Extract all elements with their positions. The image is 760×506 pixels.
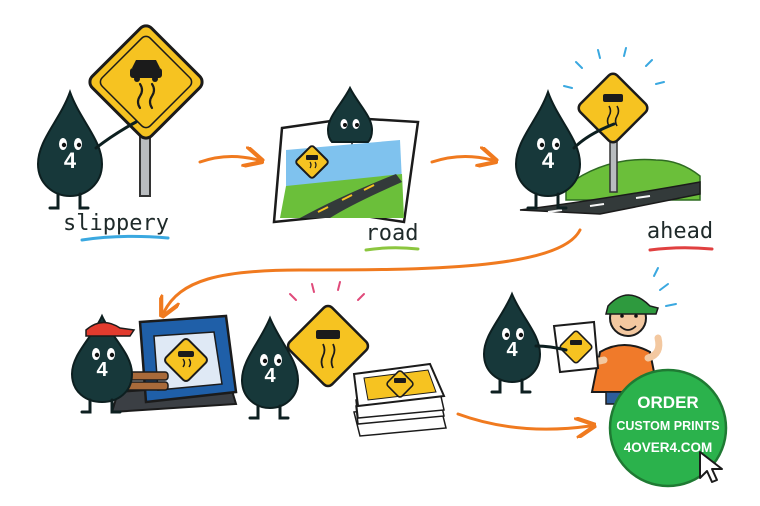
arrow-1 (198, 156, 258, 162)
mascot-label: 4 (264, 365, 276, 387)
mascot-drop: 4 (240, 315, 300, 420)
slippery-road-sign-icon (577, 72, 649, 144)
mascot-drop: 4 (70, 313, 136, 414)
cta-line-url: 4OVER4.COM (624, 440, 713, 455)
cta-line-order: ORDER (637, 393, 698, 412)
order-cta-button[interactable]: ORDER CUSTOM PRINTS 4OVER4.COM (608, 368, 728, 488)
mascot-label: 4 (542, 148, 555, 173)
underline-ahead (648, 246, 714, 252)
step-road: road (272, 85, 420, 252)
mascot-label: 4 (96, 359, 108, 381)
mascot-drop: 4 (514, 89, 616, 210)
mascot-label: 4 (506, 339, 518, 361)
slippery-road-sign-icon (552, 320, 600, 374)
cursor-icon (699, 451, 723, 483)
map-icon (272, 116, 420, 224)
sign-pole (139, 129, 151, 197)
cta-line-custom-prints: CUSTOM PRINTS (616, 419, 719, 433)
mascot-drop: 4 (36, 89, 138, 210)
underline-slippery (80, 234, 170, 242)
underline-road (364, 246, 420, 252)
mascot-drop: 4 (482, 291, 568, 394)
slippery-road-sign-icon (88, 24, 204, 140)
excitement-rays (653, 267, 677, 307)
screen-print-press-icon (110, 314, 238, 414)
step-word-road: road (366, 221, 419, 246)
slippery-road-sign-icon (286, 304, 370, 388)
step-holding-sign: 4 (240, 281, 370, 420)
step-ahead: 4 ahead (514, 47, 714, 252)
mascot-label: 4 (64, 148, 77, 173)
step-slippery: 4 slippery (36, 24, 204, 242)
step-printing: 4 (70, 313, 238, 414)
print-stack-icon (352, 362, 447, 437)
mascot-drop (326, 85, 374, 143)
step-word-ahead: ahead (647, 219, 713, 244)
arrow-3 (456, 412, 590, 429)
arrow-2 (430, 156, 492, 162)
sparkle-rays (289, 281, 365, 301)
arrow-return (164, 228, 582, 312)
step-word-slippery: slippery (63, 211, 169, 236)
glow-rays (563, 47, 665, 89)
